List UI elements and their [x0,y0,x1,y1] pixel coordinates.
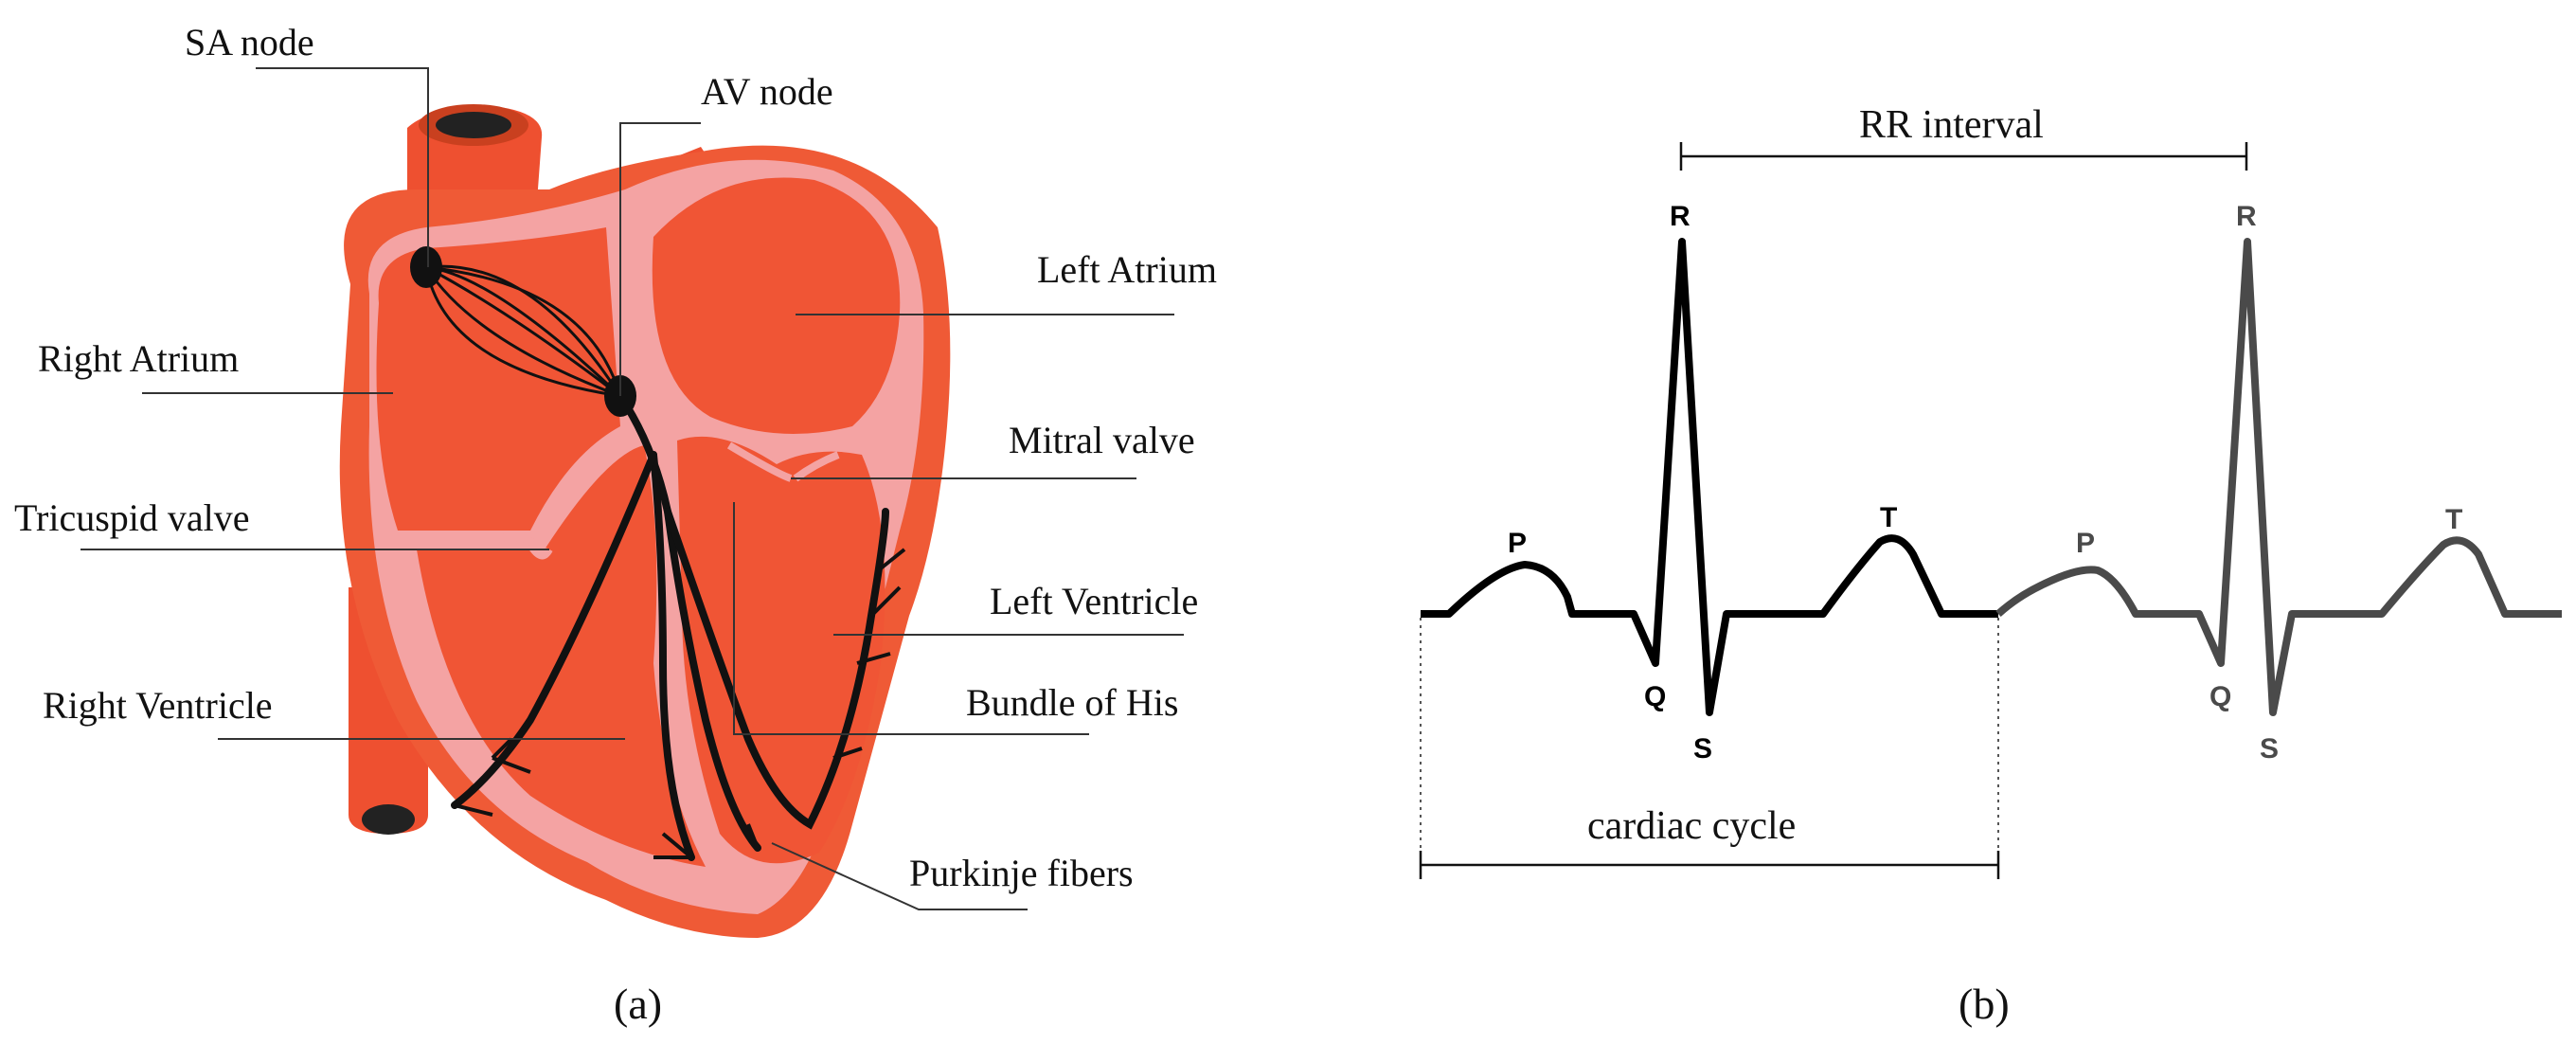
conduction-system [424,264,622,398]
wave-label-p-1: P [1508,528,1527,559]
rr-interval-label: RR interval [1859,103,2044,147]
label-mitral-valve: Mitral valve [1009,419,1195,461]
cardiac-cycle-label: cardiac cycle [1587,804,1796,848]
mitral-valve [726,441,840,482]
heart-diagram: SA node AV node Left Atrium Right Atrium… [14,21,1217,1028]
wave-label-q-1: Q [1644,681,1666,712]
label-bundle-of-his: Bundle of His [966,681,1178,724]
bundle-branches [451,392,889,861]
wave-label-t-2: T [2445,504,2462,535]
wave-label-s-2: S [2260,733,2279,765]
label-right-atrium: Right Atrium [38,337,239,380]
wave-label-t-1: T [1880,502,1897,533]
caption-a: (a) [614,980,662,1028]
caption-b: (b) [1959,980,2010,1028]
label-left-atrium: Left Atrium [1037,248,1217,291]
wave-label-q-2: Q [2209,681,2231,712]
ecg-trace-cycle-2 [1995,238,2562,716]
ecg-diagram: RR interval P R Q S T P R Q S T [1419,103,2562,1028]
ecg-trace-cycle-1 [1421,238,1998,716]
label-av-node: AV node [701,70,833,113]
rr-interval-bracket [1679,142,2248,171]
label-sa-node: SA node [185,21,314,63]
cardiac-cycle-bracket [1419,851,2000,879]
leader-lines [80,67,1184,910]
left-atrium-chamber [652,177,901,434]
wave-labels-cycle-1: P R Q S T [1508,201,1897,765]
label-right-ventricle: Right Ventricle [43,684,273,727]
wave-labels-cycle-2: P R Q S T [2076,201,2462,765]
purkinje-fibers [453,548,906,859]
label-left-ventricle: Left Ventricle [990,580,1198,622]
cardiac-cycle-guides [1420,618,1999,862]
wave-label-r-2: R [2236,201,2257,232]
wave-label-s-1: S [1693,733,1712,765]
wave-label-r-1: R [1670,201,1690,232]
label-tricuspid-valve: Tricuspid valve [14,496,250,539]
sa-node [410,246,442,288]
wave-label-p-2: P [2076,528,2095,559]
label-purkinje-fibers: Purkinje fibers [909,852,1134,894]
